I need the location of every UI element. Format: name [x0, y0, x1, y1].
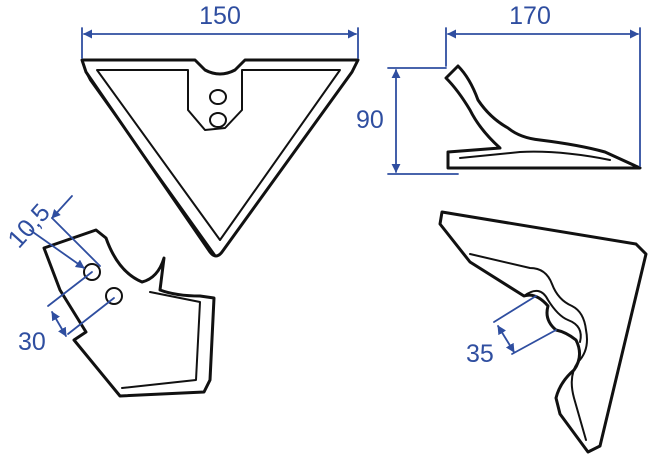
notch-width-extension-lower — [511, 329, 557, 355]
detail-view: 10,5 30 — [2, 195, 216, 398]
notch-width-dimension-line — [497, 325, 515, 353]
front-width-label: 150 — [199, 2, 241, 30]
front-view-hole-upper — [209, 89, 227, 105]
front-view-outline — [80, 58, 360, 258]
notch-width-extension-upper — [493, 295, 537, 323]
side-height-label: 90 — [356, 106, 384, 134]
hole-diameter-leader-right — [51, 195, 73, 219]
hole-spacing-extension-upper — [47, 271, 93, 307]
hole-spacing-label: 30 — [18, 328, 46, 356]
top-view-outline — [438, 210, 648, 454]
side-length-label: 170 — [509, 2, 551, 30]
top-view-notch-edge — [523, 289, 582, 343]
front-view-inner-edge — [96, 69, 341, 241]
detail-view-outline — [42, 228, 216, 398]
hole-diameter-leader-left — [29, 229, 85, 269]
detail-view-hole-upper — [83, 263, 101, 281]
notch-width-label: 35 — [466, 340, 494, 368]
detail-view-hole-lower — [105, 287, 123, 305]
side-view-inner-edge — [459, 150, 611, 161]
detail-view-inner-edge — [121, 291, 201, 389]
front-view: 150 — [80, 2, 360, 258]
hole-spacing-extension-lower — [67, 297, 115, 335]
top-view-inner-edge — [469, 253, 588, 441]
side-view: 170 90 — [356, 2, 642, 175]
front-view-bevel — [85, 71, 216, 256]
top-view: 35 — [438, 210, 648, 454]
front-view-hole-lower — [209, 112, 227, 128]
hole-spacing-dimension-line — [51, 311, 67, 337]
side-view-outline — [444, 64, 642, 170]
hole-diameter-extension — [51, 217, 101, 267]
